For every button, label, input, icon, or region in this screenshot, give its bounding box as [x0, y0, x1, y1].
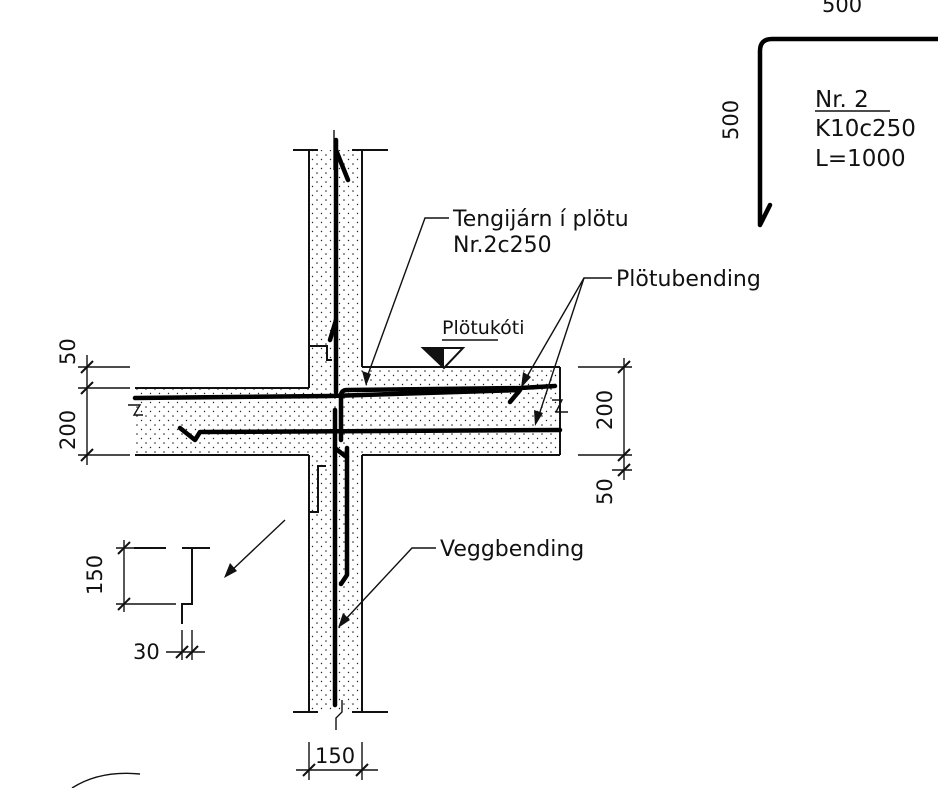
- reinforcement: [132, 137, 563, 708]
- bar-schedule: 500 500 Nr. 2 K10c250 L=1000: [719, 0, 938, 228]
- dim-left-slab: 200: [56, 410, 80, 450]
- slab-top-bar: [132, 387, 523, 405]
- dim-right-slab: 200: [593, 390, 617, 430]
- bar-shape: [757, 36, 938, 228]
- cold-joint-fill: [362, 367, 560, 388]
- bar-dim-top: 500: [822, 0, 862, 17]
- callouts: Tengijárn í plötu Nr.2c250 Plötubending …: [224, 207, 761, 628]
- tie-bars-label-1: Tengijárn í plötu: [452, 207, 629, 232]
- bar-length: L=1000: [815, 146, 906, 172]
- wall-reinforcement-label: Veggbending: [440, 537, 584, 562]
- slab-level-label: Plötukóti: [442, 317, 525, 339]
- slab-bottom-bar: [177, 425, 563, 443]
- outlines: [128, 130, 568, 730]
- tie-bars-label-2: Nr.2c250: [453, 233, 552, 258]
- bar-number: Nr. 2: [815, 87, 869, 113]
- dim-wall-thickness: 150: [315, 744, 355, 768]
- dim-detail-step: 30: [133, 640, 160, 664]
- bar-spec: K10c250: [815, 116, 916, 142]
- dimensions: 50 200 200 50 150 150 30: [56, 338, 632, 780]
- slab: [135, 388, 560, 455]
- partial-circle: [71, 772, 141, 788]
- step-detail-profile: [134, 547, 210, 624]
- dim-detail-height: 150: [83, 555, 107, 595]
- dim-right-lower: 50: [593, 478, 617, 505]
- bar-dim-side: 500: [719, 100, 743, 140]
- dim-left-upper: 50: [56, 338, 80, 365]
- slab-reinforcement-label: Plötubending: [616, 267, 761, 292]
